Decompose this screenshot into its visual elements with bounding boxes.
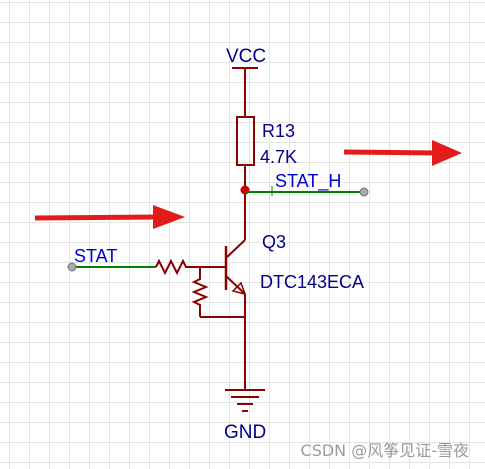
- resistor-r13: [236, 116, 255, 166]
- junction-dot: [240, 185, 250, 195]
- base-resistor: [155, 258, 226, 276]
- resistor-ref: R13: [262, 121, 295, 141]
- right-arrow-icon: [343, 140, 462, 166]
- input-arrow-icon: [34, 205, 185, 229]
- base-emitter-resistor: [191, 267, 209, 317]
- transistor-q3: [224, 239, 247, 296]
- stat-h-label: STAT_H: [275, 171, 341, 192]
- stat-label: STAT: [74, 246, 117, 266]
- transistor-ref: Q3: [262, 232, 286, 252]
- vcc-label: VCC: [226, 46, 266, 67]
- vcc-symbol: [232, 67, 258, 117]
- watermark: CSDN @风筝见证-雪夜: [300, 441, 469, 460]
- gnd-label: GND: [224, 422, 266, 443]
- resistor-value: 4.7K: [260, 147, 297, 167]
- stat-pin[interactable]: [67, 262, 77, 272]
- gnd-symbol: [225, 389, 265, 412]
- stat-h-pin[interactable]: [359, 187, 369, 197]
- transistor-part: DTC143ECA: [260, 272, 364, 292]
